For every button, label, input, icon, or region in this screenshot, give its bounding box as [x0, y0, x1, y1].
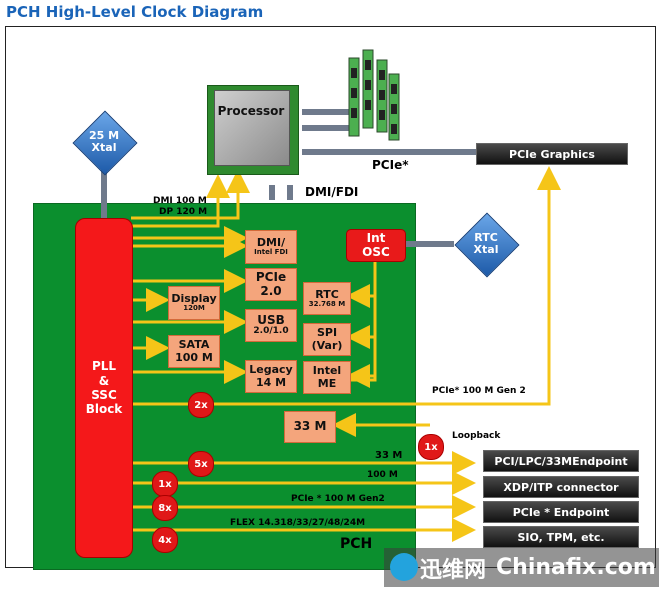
- dest-sio-tpm: SIO, TPM, etc.: [483, 526, 639, 548]
- pll-line2: &: [98, 373, 110, 388]
- dest-xdp-itp-connector: XDP/ITP connector: [483, 476, 639, 498]
- dest-pcie-graphics: PCIe Graphics: [476, 143, 628, 165]
- watermark-en: Chinafix.com: [496, 555, 656, 580]
- dest-pci-lpc-endpoint: PCI/LPC/33MEndpoint: [483, 450, 639, 472]
- label-pcie-100m-gen2-right: PCIe* 100 M Gen 2: [432, 386, 526, 396]
- label-flex-clocks: FLEX 14.318/33/27/48/24M: [230, 518, 366, 528]
- sata-block: SATA 100 M: [168, 335, 220, 368]
- display-block: Display 120M: [168, 286, 220, 320]
- pll-line3: SSC: [91, 388, 117, 402]
- label-33m: 33 M: [375, 450, 403, 461]
- pcie-block-main: PCIe: [255, 270, 287, 285]
- pll-ssc-block: PLL & SSC Block: [75, 218, 133, 558]
- page-title: PCH High-Level Clock Diagram: [6, 3, 264, 21]
- sata-block-sub: 100 M: [175, 350, 213, 364]
- usb-block: USB 2.0/1.0: [245, 309, 297, 342]
- rtc-block-sub: 32.768 M: [308, 299, 346, 308]
- intel-me-main: Intel: [312, 364, 342, 378]
- usb-block-main: USB: [257, 312, 285, 327]
- int-osc-block: Int OSC: [346, 229, 406, 262]
- pcie-block-sub: 2.0: [260, 283, 282, 298]
- multiplier-4x: 4x: [152, 527, 178, 553]
- legacy-block: Legacy 14 M: [245, 360, 297, 393]
- multiplier-8x: 8x: [152, 495, 178, 521]
- rtc-block-main: RTC: [315, 287, 339, 301]
- spi-block-main: SPI: [316, 326, 338, 340]
- pch-label: PCH: [340, 536, 373, 552]
- intel-me-sub: ME: [317, 376, 337, 390]
- dmi-fdi-block: DMI/ Intel FDI: [245, 230, 297, 264]
- multiplier-2x: 2x: [188, 392, 214, 418]
- display-block-main: Display: [171, 292, 217, 306]
- intel-me-block: Intel ME: [303, 361, 351, 394]
- m33-block: 33 M: [284, 411, 336, 443]
- label-pcie-100m-gen2: PCIe * 100 M Gen2: [291, 494, 385, 504]
- processor-label: Processor: [217, 104, 285, 118]
- spi-block: SPI (Var): [303, 323, 351, 356]
- multiplier-1x-loopback: 1x: [418, 434, 444, 460]
- label-dmi-100m: DMI 100 M: [153, 196, 207, 206]
- label-pcie-top: PCIe*: [372, 158, 409, 172]
- legacy-block-main: Legacy: [249, 363, 293, 377]
- sata-block-main: SATA: [178, 338, 210, 352]
- xtal-25m-line1: 25 M: [88, 129, 120, 142]
- dmi-block-sub: Intel FDI: [254, 248, 288, 257]
- dest-pcie-endpoint: PCIe * Endpoint: [483, 501, 639, 523]
- label-loopback: Loopback: [452, 431, 501, 441]
- label-dp-120m: DP 120 M: [159, 207, 208, 217]
- memory-modules-icon: [348, 49, 400, 141]
- label-dmi-fdi: DMI/FDI: [305, 185, 359, 199]
- pcie-block: PCIe 2.0: [245, 268, 297, 301]
- pll-line4: Block: [85, 402, 123, 417]
- watermark-logo-icon: [390, 553, 418, 581]
- watermark-banner: 迅维网 Chinafix.com: [384, 548, 659, 587]
- multiplier-1x: 1x: [152, 471, 178, 497]
- dmi-block-main: DMI/: [256, 236, 286, 250]
- int-osc-line1: Int: [366, 231, 386, 246]
- multiplier-5x: 5x: [188, 451, 214, 477]
- legacy-block-sub: 14 M: [255, 375, 287, 389]
- label-100m: 100 M: [367, 470, 398, 480]
- xtal-25m-line2: Xtal: [91, 141, 117, 155]
- pll-line1: PLL: [91, 359, 117, 374]
- spi-block-sub: (Var): [311, 338, 343, 352]
- processor-die: [214, 90, 290, 166]
- rtc-xtal-line1: RTC: [474, 231, 498, 244]
- usb-block-sub: 2.0/1.0: [253, 326, 289, 337]
- display-block-sub: 120M: [183, 304, 205, 313]
- rtc-xtal-line2: Xtal: [473, 243, 499, 257]
- int-osc-line2: OSC: [362, 244, 390, 259]
- rtc-block: RTC 32.768 M: [303, 282, 351, 315]
- watermark-cn: 迅维网: [420, 557, 487, 583]
